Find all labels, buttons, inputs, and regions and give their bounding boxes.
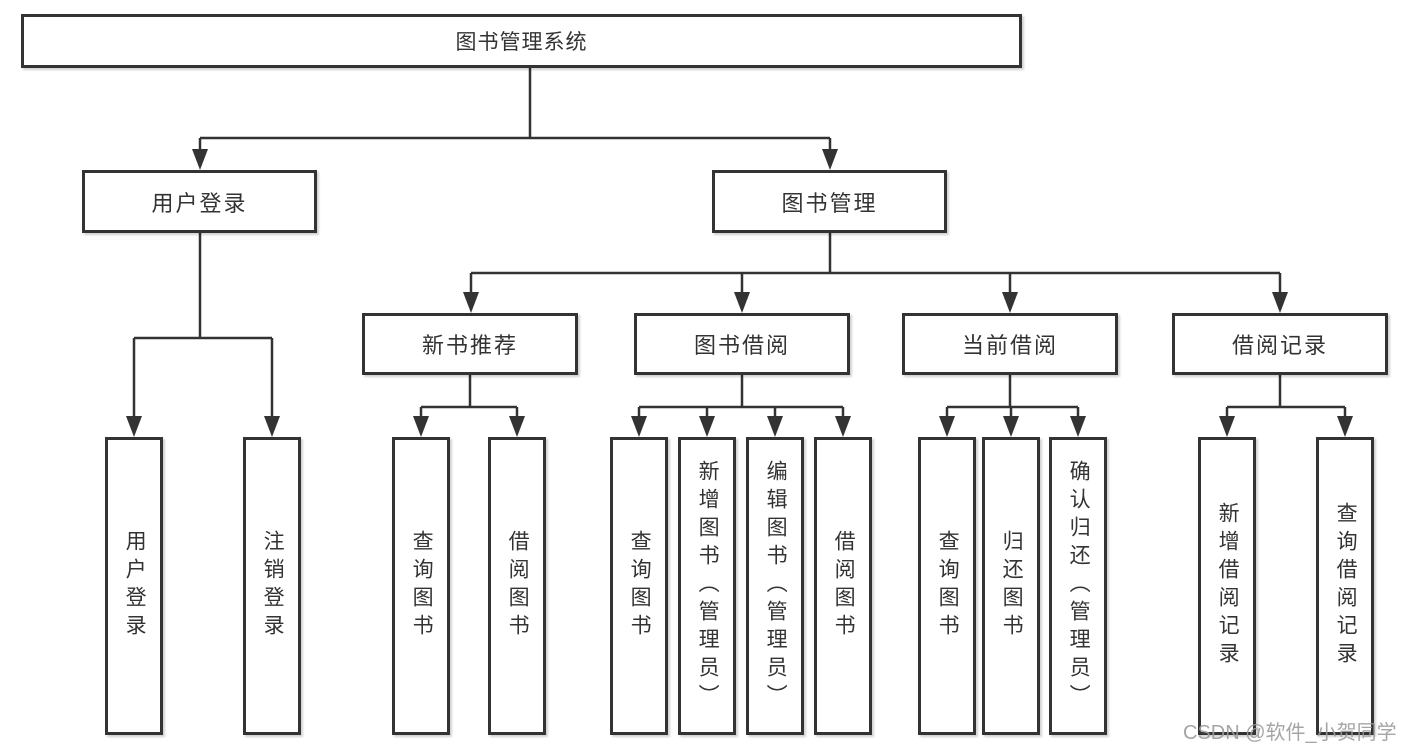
leaf-query-books-newbook: 查询图书 xyxy=(392,437,450,735)
leaf-add-borrow-record: 新增借阅记录 xyxy=(1198,437,1256,735)
node-borrowing-records: 借阅记录 xyxy=(1172,313,1388,375)
leaf-borrow-books-newbook: 借阅图书 xyxy=(488,437,546,735)
leaf-label: 查询图书 xyxy=(410,530,434,642)
arrowhead-icon xyxy=(631,416,647,437)
leaf-edit-books-admin: 编辑图书（管理员） xyxy=(746,437,804,735)
leaf-label: 查询图书 xyxy=(936,530,960,642)
leaf-label: 查询图书 xyxy=(628,530,652,642)
leaf-query-books-borrow: 查询图书 xyxy=(610,437,668,735)
arrowhead-icon xyxy=(1337,416,1353,437)
node-new-book-recommendation: 新书推荐 xyxy=(362,313,578,375)
connector-bookmgmt-to-level2 xyxy=(469,233,1282,295)
arrowhead-icon xyxy=(126,416,142,437)
leaf-return-books: 归还图书 xyxy=(982,437,1040,735)
leaf-label: 查询借阅记录 xyxy=(1334,502,1358,670)
node-current-borrowing: 当前借阅 xyxy=(902,313,1118,375)
leaf-label: 借阅图书 xyxy=(832,530,856,642)
connector-userlogin-to-leaves xyxy=(132,233,274,419)
arrowhead-icon xyxy=(192,149,208,170)
arrowhead-icon xyxy=(699,416,715,437)
connector-records-to-leaves xyxy=(1225,375,1347,419)
node-book-management: 图书管理 xyxy=(712,170,947,233)
leaf-label: 新增图书（管理员） xyxy=(696,460,720,712)
leaf-confirm-return-admin: 确认归还（管理员） xyxy=(1049,437,1107,735)
leaf-label: 用户登录 xyxy=(123,530,147,642)
node-library-management-system: 图书管理系统 xyxy=(21,14,1022,68)
arrowhead-icon xyxy=(1003,416,1019,437)
leaf-label: 借阅图书 xyxy=(506,530,530,642)
arrowhead-icon xyxy=(1002,292,1018,313)
arrowhead-icon xyxy=(1219,416,1235,437)
node-user-login: 用户登录 xyxy=(82,170,317,233)
leaf-logout: 注销登录 xyxy=(243,437,301,735)
arrowhead-icon xyxy=(939,416,955,437)
csdn-watermark: CSDN @软件_小贺同学 xyxy=(1183,722,1397,744)
arrowhead-icon xyxy=(835,416,851,437)
node-book-borrowing: 图书借阅 xyxy=(634,313,850,375)
arrowhead-icon xyxy=(264,416,280,437)
leaf-label: 注销登录 xyxy=(261,530,285,642)
arrowhead-icon xyxy=(509,416,525,437)
leaf-label: 确认归还（管理员） xyxy=(1067,460,1091,712)
arrowhead-icon xyxy=(1272,292,1288,313)
leaf-label: 新增借阅记录 xyxy=(1216,502,1240,670)
arrowhead-icon xyxy=(463,292,479,313)
connector-borrow-to-leaves xyxy=(637,375,845,419)
leaf-label: 编辑图书（管理员） xyxy=(764,460,788,712)
leaf-query-books-current: 查询图书 xyxy=(918,437,976,735)
connector-newbook-to-leaves xyxy=(419,375,519,419)
arrowhead-icon xyxy=(734,292,750,313)
leaf-label: 归还图书 xyxy=(1000,530,1024,642)
arrowhead-icon xyxy=(1070,416,1086,437)
leaf-user-login: 用户登录 xyxy=(105,437,163,735)
connector-current-to-leaves xyxy=(945,375,1080,419)
leaf-add-books-admin: 新增图书（管理员） xyxy=(678,437,736,735)
leaf-borrow-books: 借阅图书 xyxy=(814,437,872,735)
leaf-query-borrow-record: 查询借阅记录 xyxy=(1316,437,1374,735)
connector-root-to-level1 xyxy=(198,68,832,152)
arrowhead-icon xyxy=(822,149,838,170)
arrowhead-icon xyxy=(413,416,429,437)
arrowhead-icon xyxy=(767,416,783,437)
